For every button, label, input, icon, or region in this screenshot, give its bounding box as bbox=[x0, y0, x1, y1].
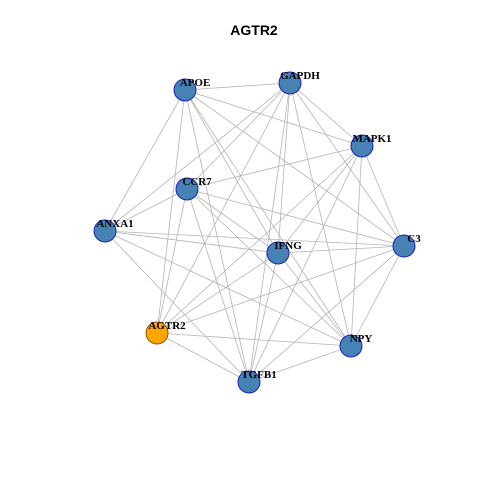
node-anxa1: ANXA1 bbox=[93, 218, 134, 243]
node-circle bbox=[392, 234, 416, 258]
node-mapk1: MAPK1 bbox=[350, 133, 392, 158]
edge-apoe-c3 bbox=[184, 89, 405, 247]
node-label: NPY bbox=[350, 333, 373, 345]
edge-gapdh-anxa1 bbox=[104, 82, 291, 232]
edge-layer bbox=[104, 82, 405, 383]
node-label: TGFB1 bbox=[241, 369, 276, 381]
edge-anxa1-tgfb1 bbox=[104, 230, 250, 383]
edge-mapk1-ifng bbox=[277, 145, 363, 254]
edge-gapdh-tgfb1 bbox=[248, 82, 291, 383]
node-circle bbox=[237, 370, 261, 394]
node-circle bbox=[175, 177, 199, 201]
node-label: C3 bbox=[407, 233, 421, 245]
node-agtr2: AGTR2 bbox=[145, 320, 186, 345]
edge-agtr2-tgfb1 bbox=[156, 332, 250, 383]
edge-mapk1-ccr7 bbox=[186, 145, 363, 190]
edge-gapdh-agtr2 bbox=[156, 82, 291, 334]
edge-npy-tgfb1 bbox=[248, 345, 352, 383]
edge-apoe-agtr2 bbox=[156, 89, 186, 334]
edge-apoe-ifng bbox=[184, 89, 279, 254]
edge-gapdh-ccr7 bbox=[186, 82, 291, 190]
node-circle bbox=[173, 78, 197, 102]
edge-anxa1-ifng bbox=[104, 230, 279, 254]
edge-ccr7-c3 bbox=[186, 188, 405, 247]
node-circle bbox=[278, 71, 302, 95]
node-apoe: APOE bbox=[173, 77, 211, 102]
edge-ccr7-anxa1 bbox=[104, 188, 188, 232]
edge-apoe-mapk1 bbox=[184, 89, 363, 147]
edge-gapdh-npy bbox=[289, 82, 352, 347]
node-c3: C3 bbox=[392, 233, 421, 258]
node-circle bbox=[266, 241, 290, 265]
edge-mapk1-npy bbox=[350, 145, 363, 347]
edge-anxa1-c3 bbox=[104, 230, 405, 247]
node-gapdh: GAPDH bbox=[278, 70, 320, 95]
edge-apoe-npy bbox=[184, 89, 352, 347]
edge-mapk1-c3 bbox=[361, 145, 405, 247]
edge-ifng-agtr2 bbox=[156, 252, 279, 334]
edge-ifng-c3 bbox=[277, 245, 405, 254]
edge-gapdh-ifng bbox=[277, 82, 291, 254]
edge-ifng-npy bbox=[277, 252, 352, 347]
edge-anxa1-npy bbox=[104, 230, 352, 347]
edge-c3-npy bbox=[350, 245, 405, 347]
edge-ccr7-agtr2 bbox=[156, 188, 188, 334]
edge-ccr7-tgfb1 bbox=[186, 188, 250, 383]
node-circle bbox=[93, 219, 117, 243]
node-label: CCR7 bbox=[182, 176, 212, 188]
edge-ifng-tgfb1 bbox=[248, 252, 279, 383]
edge-ccr7-npy bbox=[186, 188, 352, 347]
node-label: AGTR2 bbox=[148, 320, 186, 332]
node-label: IFNG bbox=[274, 240, 302, 252]
edge-agtr2-npy bbox=[156, 332, 352, 347]
edge-ccr7-ifng bbox=[186, 188, 279, 254]
node-circle bbox=[350, 134, 374, 158]
node-tgfb1: TGFB1 bbox=[237, 369, 277, 394]
edge-apoe-tgfb1 bbox=[184, 89, 250, 383]
node-label: APOE bbox=[180, 77, 211, 89]
edge-apoe-anxa1 bbox=[104, 89, 186, 232]
edge-mapk1-tgfb1 bbox=[248, 145, 363, 383]
node-ifng: IFNG bbox=[266, 240, 302, 265]
node-npy: NPY bbox=[339, 333, 373, 358]
edge-c3-tgfb1 bbox=[248, 245, 405, 383]
node-label: GAPDH bbox=[280, 70, 320, 82]
graph-title: AGTR2 bbox=[230, 22, 278, 38]
edge-gapdh-mapk1 bbox=[289, 82, 363, 147]
node-label: MAPK1 bbox=[352, 133, 391, 145]
node-circle bbox=[339, 334, 363, 358]
node-ccr7: CCR7 bbox=[175, 176, 212, 201]
edge-apoe-gapdh bbox=[184, 82, 291, 91]
edge-c3-agtr2 bbox=[156, 245, 405, 334]
node-label: ANXA1 bbox=[96, 218, 133, 230]
node-circle bbox=[145, 321, 169, 345]
